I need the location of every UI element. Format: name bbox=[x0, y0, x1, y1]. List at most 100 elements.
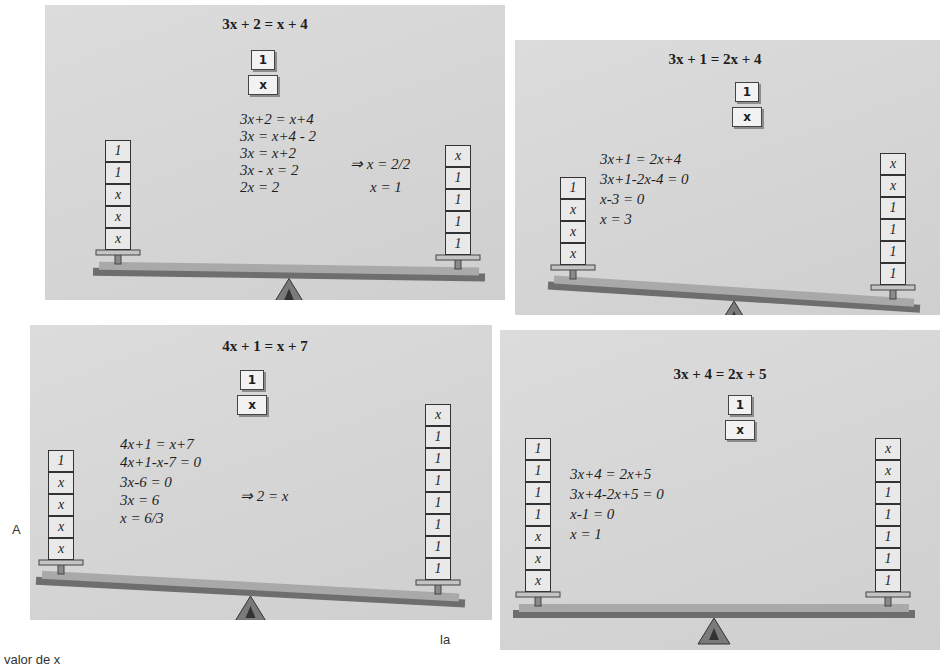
block-label: x bbox=[890, 156, 896, 172]
algebra-block: 1 bbox=[525, 482, 551, 504]
block-label: 1 bbox=[890, 222, 897, 238]
equation-title: 3x + 4 = 2x + 5 bbox=[673, 366, 766, 382]
algebra-block: 1 bbox=[105, 140, 131, 162]
handwritten-step: 3x = x+4 - 2 bbox=[240, 128, 316, 144]
fulcrum-mark bbox=[729, 311, 739, 315]
algebra-block: 1 bbox=[875, 548, 901, 570]
block-label: x bbox=[885, 463, 891, 479]
handwritten-step-wrap: x = 1 bbox=[370, 178, 402, 196]
pan-platform bbox=[416, 580, 460, 585]
algebra-block: x bbox=[105, 206, 131, 228]
equation-panel: 3x + 1 = 2x + 43x+1 = 2x+43x+1-2x-4 = 0x… bbox=[515, 40, 940, 315]
handwritten-step: 4x+1 = x+7 bbox=[120, 436, 194, 452]
handwritten-step: 2x = 2 bbox=[240, 179, 279, 195]
algebra-block: x bbox=[560, 243, 586, 265]
pan-platform bbox=[866, 592, 910, 597]
algebra-block: 1 bbox=[425, 426, 451, 448]
block-label: x bbox=[535, 529, 541, 545]
page-text-wrap: la bbox=[440, 630, 450, 648]
algebra-block: 1 bbox=[425, 492, 451, 514]
block-label: x bbox=[58, 519, 64, 535]
block-label: 1 bbox=[435, 561, 442, 577]
algebra-block: 1 bbox=[425, 558, 451, 580]
key-icon: x bbox=[732, 107, 762, 127]
beam-top bbox=[42, 575, 459, 598]
algebra-block: x bbox=[105, 184, 131, 206]
icon-label: x bbox=[736, 423, 744, 437]
algebra-block: 1 bbox=[105, 162, 131, 184]
handwritten-step: 3x+4-2x+5 = 0 bbox=[570, 486, 664, 502]
pan-platform bbox=[871, 285, 915, 290]
icon-label: x bbox=[248, 398, 256, 412]
block-label: 1 bbox=[535, 441, 542, 457]
algebra-block: 1 bbox=[445, 189, 471, 211]
handwritten-step: ⇒ 2 = x bbox=[240, 488, 289, 504]
block-label: x bbox=[58, 497, 64, 513]
block-label: 1 bbox=[435, 429, 442, 445]
handwritten-step: x-1 = 0 bbox=[570, 506, 614, 522]
block-label: x bbox=[115, 209, 121, 225]
handwritten-step-wrap: 3x+1 = 2x+4 bbox=[600, 150, 681, 168]
algebra-block: 1 bbox=[445, 167, 471, 189]
handwritten-step: x-3 = 0 bbox=[600, 191, 644, 207]
block-label: x bbox=[115, 187, 121, 203]
block-label: 1 bbox=[570, 180, 577, 196]
beam-top bbox=[99, 266, 479, 272]
algebra-block: 1 bbox=[425, 536, 451, 558]
block-label: 1 bbox=[455, 236, 462, 252]
beam-top bbox=[519, 604, 909, 612]
algebra-block: 1 bbox=[875, 526, 901, 548]
equation-title: 3x + 2 = x + 4 bbox=[222, 16, 308, 32]
algebra-block: x bbox=[875, 460, 901, 482]
handwritten-step: 3x = x+2 bbox=[240, 145, 296, 161]
block-label: 1 bbox=[535, 507, 542, 523]
key-icon: x bbox=[248, 75, 278, 95]
block-label: 1 bbox=[58, 453, 65, 469]
equation-title-wrap: 4x + 1 = x + 7 bbox=[222, 337, 308, 355]
algebra-block: 1 bbox=[525, 438, 551, 460]
handwritten-step-wrap: 3x - x = 2 bbox=[240, 161, 298, 179]
page-text: A bbox=[12, 522, 21, 537]
block-label: x bbox=[58, 541, 64, 557]
handwritten-step-wrap: 3x = x+4 - 2 bbox=[240, 127, 316, 145]
block-label: x bbox=[58, 475, 64, 491]
algebra-block: 1 bbox=[48, 450, 74, 472]
equation-title-wrap: 3x + 2 = x + 4 bbox=[222, 15, 308, 33]
handwritten-step: 3x+1-2x-4 = 0 bbox=[600, 171, 689, 187]
equation-panel: 4x + 1 = x + 7 4x+1 = x+74x+1-x-7 = 0 3x-6… bbox=[30, 325, 492, 620]
algebra-block: 1 bbox=[445, 233, 471, 255]
block-label: x bbox=[455, 148, 461, 164]
pan-platform bbox=[551, 265, 595, 270]
handwritten-step: 3x-6 = 0 bbox=[120, 474, 172, 490]
handwritten-step: 3x+4 = 2x+5 bbox=[570, 466, 651, 482]
block-label: 1 bbox=[435, 517, 442, 533]
icon-label: 1 bbox=[743, 85, 751, 99]
handwritten-step-wrap: 3x = x+2 bbox=[240, 144, 296, 162]
algebra-block: 1 bbox=[525, 504, 551, 526]
equation-title-wrap: 3x + 4 = 2x + 5 bbox=[673, 365, 766, 383]
icon-label: x bbox=[259, 78, 267, 92]
block-label: 1 bbox=[435, 539, 442, 555]
handwritten-step: ⇒ x = 2/2 bbox=[350, 156, 410, 172]
handwritten-step-wrap: x-3 = 0 bbox=[600, 190, 644, 208]
handwritten-step: x = 1 bbox=[570, 526, 602, 542]
handwritten-step-wrap: 4x+1-x-7 = 0 bbox=[120, 453, 201, 471]
algebra-block: 1 bbox=[425, 514, 451, 536]
algebra-block: x bbox=[445, 145, 471, 167]
fulcrum bbox=[235, 596, 267, 620]
block-label: x bbox=[570, 246, 576, 262]
beam-top bbox=[554, 279, 914, 302]
equation-title: 4x + 1 = x + 7 bbox=[222, 338, 308, 354]
block-label: x bbox=[570, 202, 576, 218]
handwritten-step: 3x = 6 bbox=[120, 492, 159, 508]
algebra-block: x bbox=[425, 404, 451, 426]
algebra-block: x bbox=[48, 516, 74, 538]
block-label: 1 bbox=[455, 192, 462, 208]
block-label: 1 bbox=[885, 551, 892, 567]
algebra-block: 1 bbox=[425, 470, 451, 492]
algebra-block: 1 bbox=[875, 504, 901, 526]
key-icon: 1 bbox=[251, 50, 275, 70]
block-label: x bbox=[890, 178, 896, 194]
block-label: 1 bbox=[115, 143, 122, 159]
algebra-block: x bbox=[560, 221, 586, 243]
